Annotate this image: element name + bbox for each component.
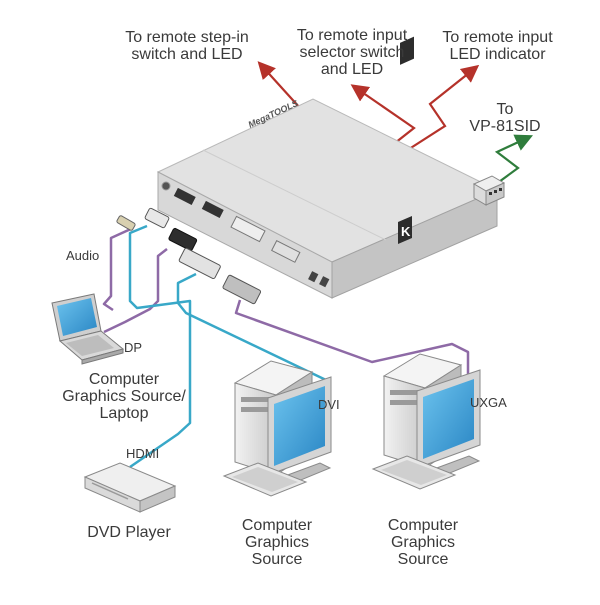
label-to-vp81sid: To VP-81SID xyxy=(469,101,541,135)
label-audio: Audio xyxy=(66,248,100,263)
audio-port xyxy=(161,181,171,191)
label-dvi: DVI xyxy=(318,397,340,412)
computer-1-icon xyxy=(222,360,332,497)
cable-dp xyxy=(103,248,168,334)
label-laptop: Computer Graphics Source/ Laptop xyxy=(62,371,186,422)
dvi-port xyxy=(230,215,266,243)
laptop-icon xyxy=(51,293,125,365)
cable-hdmi xyxy=(128,224,192,469)
connectors xyxy=(116,207,262,305)
svg-text:K: K xyxy=(401,224,411,239)
vga-port xyxy=(271,239,301,263)
dvd-player-icon xyxy=(83,462,177,513)
label-remote-stepin: To remote step-in switch and LED xyxy=(125,29,249,63)
dp-port xyxy=(201,200,224,218)
device-side xyxy=(331,189,498,299)
label-dp: DP xyxy=(124,340,143,355)
label-uxga: UXGA xyxy=(470,395,507,410)
label-hdmi: HDMI xyxy=(126,446,160,461)
label-computer-1: Computer Graphics Source xyxy=(241,517,313,568)
kramer-logo xyxy=(400,36,414,65)
cable-audio xyxy=(102,226,134,312)
vp81sid-adapter xyxy=(472,175,506,206)
label-computer-2: Computer Graphics Source xyxy=(387,517,459,568)
cable-remote-led xyxy=(391,64,480,161)
label-remote-led: To remote input LED indicator xyxy=(442,29,553,63)
hdmi-port xyxy=(173,187,196,205)
computer-2-icon xyxy=(371,353,481,490)
cable-vp81sid xyxy=(491,134,533,188)
label-dvd-player: DVD Player xyxy=(87,524,171,541)
label-remote-selector: To remote input selector switch and LED xyxy=(296,27,408,78)
